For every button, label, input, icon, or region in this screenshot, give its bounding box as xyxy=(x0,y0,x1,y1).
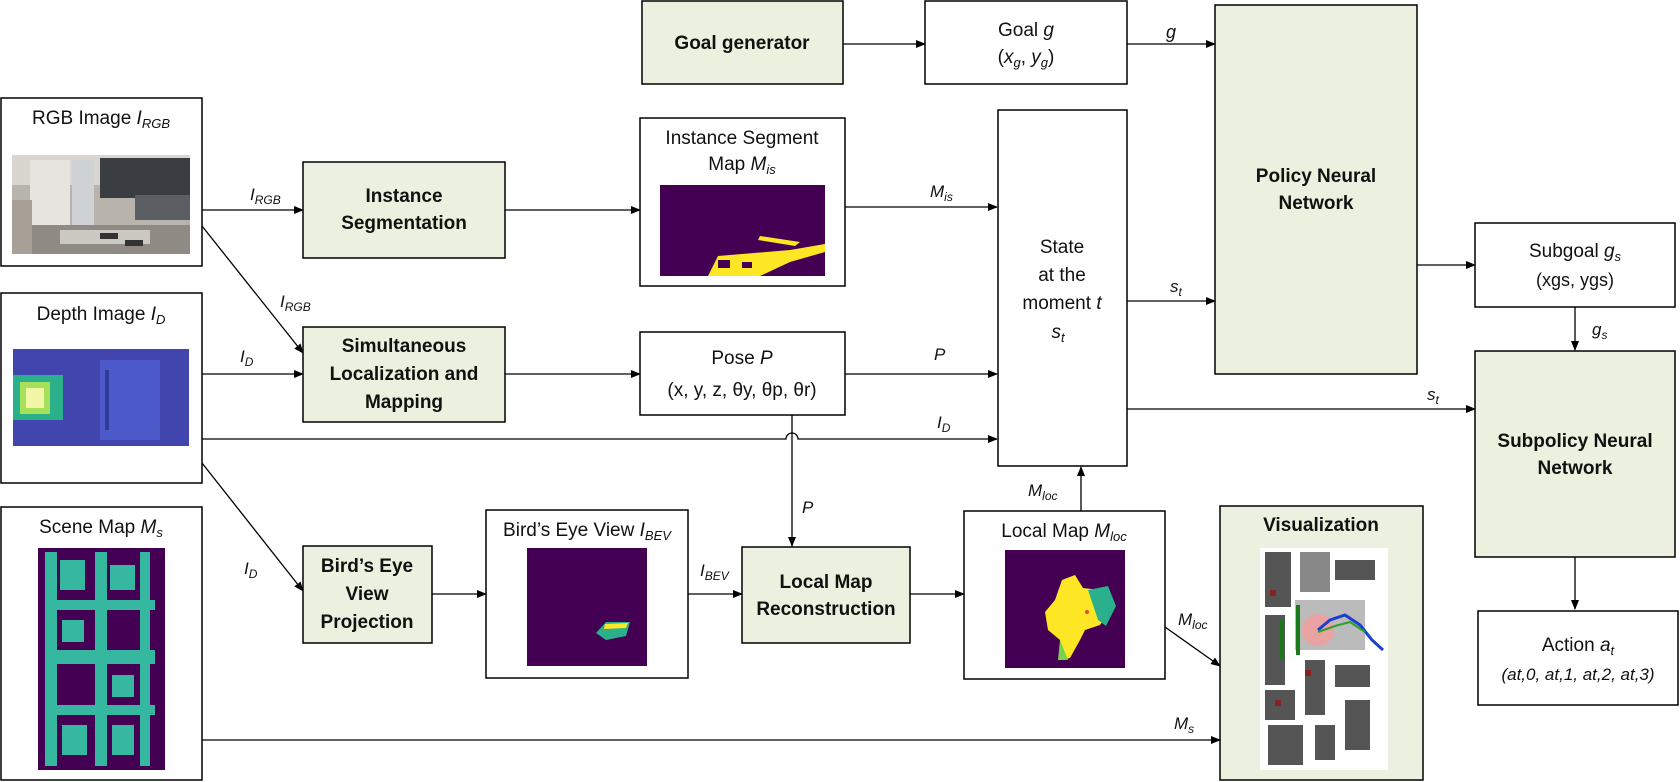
edge-label-state-to-subpolicy: st xyxy=(1427,385,1440,407)
edge-label-rgb-to-seg: IRGB xyxy=(250,185,281,207)
edge-label-local-to-vis: Mloc xyxy=(1178,610,1208,632)
depth-heatmap-image xyxy=(13,349,189,446)
edge-label-pose-to-recon: P xyxy=(802,498,814,517)
arrow-rgb-to-slam xyxy=(201,225,304,354)
edge-label-pose-to-state: P xyxy=(934,345,946,364)
node-rgb-image: RGB Image IRGB xyxy=(0,97,203,267)
edge-label-scene-to-vis: Ms xyxy=(1174,714,1194,736)
edge-label-seg-to-state: Mis xyxy=(930,182,953,204)
arrow-depth-to-bev xyxy=(201,462,304,592)
edge-label-rgb-to-slam: IRGB xyxy=(280,292,311,314)
goal-title: Goal g xyxy=(998,20,1054,41)
node-local-map: Local Map Mloc xyxy=(963,510,1166,680)
edge-label-state-to-policy: st xyxy=(1170,277,1183,299)
depth-image-title: Depth Image ID xyxy=(37,304,166,327)
edge-label-subgoal-to-subpolicy: gs xyxy=(1592,320,1607,342)
local-map-title: Local Map Mloc xyxy=(1001,521,1127,544)
bev-view-image xyxy=(527,548,647,666)
edge-label-bev-to-recon: IBEV xyxy=(700,561,730,583)
local-map-image xyxy=(1005,550,1125,668)
scene-map-title: Scene Map Ms xyxy=(39,517,163,540)
edge-labels: IRGB IRGB ID ID ID Mis P P IBEV Mloc Mlo… xyxy=(240,22,1607,736)
node-bev-view: Bird’s Eye View IBEV xyxy=(485,509,689,679)
pose-title: Pose P xyxy=(711,348,773,369)
node-pose: Pose P (x, y, z, θy, θp, θr) xyxy=(639,331,846,416)
pose-values: (x, y, z, θy, θp, θr) xyxy=(667,380,816,401)
rgb-image-title: RGB Image IRGB xyxy=(32,108,170,131)
edge-label-depth-to-bev: ID xyxy=(244,559,258,581)
segment-map-image xyxy=(660,185,825,276)
subgoal-coordinates: (xgs, ygs) xyxy=(1536,270,1614,290)
node-visualization: Visualization xyxy=(1219,505,1424,781)
node-subgoal: Subgoal gs (xgs, ygs) xyxy=(1474,222,1676,308)
edge-label-depth-to-state: ID xyxy=(937,413,951,435)
edge-label-local-to-state: Mloc xyxy=(1028,481,1058,503)
node-depth-image: Depth Image ID xyxy=(0,292,203,484)
node-scene-map: Scene Map Ms xyxy=(0,506,203,781)
arrow-depth-to-state xyxy=(202,432,998,443)
subgoal-title: Subgoal gs xyxy=(1529,241,1622,264)
arrow-localmap-to-vis xyxy=(1164,626,1221,667)
node-goal: Goal g (xg, yg) xyxy=(924,0,1128,85)
rgb-kitchen-image xyxy=(12,155,190,254)
node-action: Action at (at,0, at,1, at,2, at,3) xyxy=(1477,610,1679,706)
edge-label-depth-to-slam: ID xyxy=(240,347,254,369)
state-symbol: st xyxy=(1051,322,1066,345)
node-goal-generator: Goal generator xyxy=(641,0,844,85)
visualization-title: Visualization xyxy=(1263,515,1379,536)
goal-generator-label: Goal generator xyxy=(674,33,810,54)
edge-label-goal-to-policy: g xyxy=(1166,22,1176,42)
visualization-map-image xyxy=(1260,548,1388,770)
scene-map-image xyxy=(38,548,165,770)
action-title: Action at xyxy=(1542,635,1616,658)
goal-coordinates: (xg, yg) xyxy=(998,47,1055,70)
action-values: (at,0, at,1, at,2, at,3) xyxy=(1501,665,1654,684)
bev-view-title: Bird’s Eye View IBEV xyxy=(503,520,672,543)
connectors xyxy=(201,40,1579,744)
